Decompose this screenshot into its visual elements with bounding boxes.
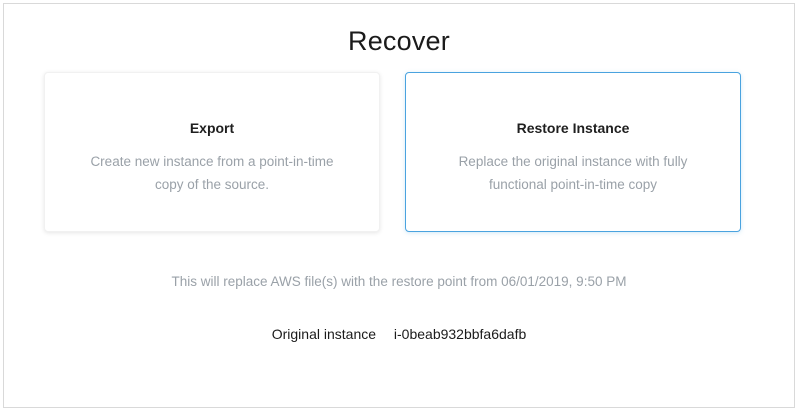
restore-instance-option-heading: Restore Instance [516,120,630,136]
restore-instance-option-description: Replace the original instance with fully… [458,154,688,192]
original-instance-id: i-0beab932bbfa6dafb [393,326,527,342]
original-instance-label: Original instance [271,326,377,342]
restore-instance-option-card[interactable]: Restore Instance Replace the original in… [405,72,741,232]
original-instance-row: Original instance i-0beab932bbfa6dafb [4,326,794,342]
dialog-title: Recover [348,26,450,56]
recover-dialog: Recover Export Create new instance from … [3,3,795,408]
export-option-heading: Export [189,120,235,136]
export-option-card[interactable]: Export Create new instance from a point-… [44,72,380,232]
restore-point-notice: This will replace AWS file(s) with the r… [171,274,627,289]
export-option-description: Create new instance from a point-in-time… [90,154,334,192]
